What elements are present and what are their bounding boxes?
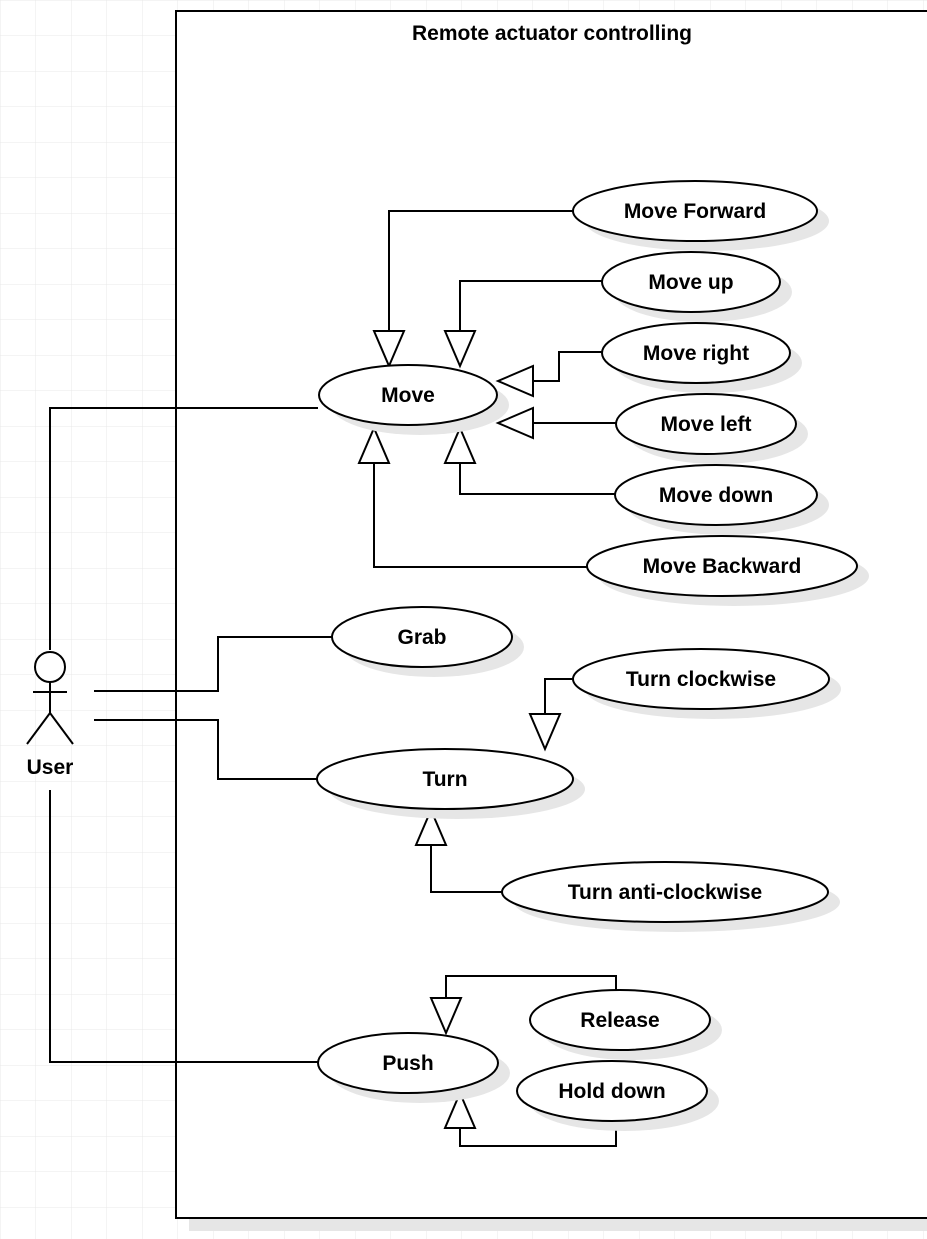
use-case-push[interactable]: Push [317, 1032, 510, 1103]
arrowhead-left [495, 406, 534, 440]
arrowheads [357, 330, 562, 1129]
use-case-move-right-label: Move right [643, 342, 749, 365]
generalization-forward-line [388, 210, 574, 331]
use-case-turn-anticlockwise-label: Turn anti-clockwise [568, 881, 763, 904]
actor-user[interactable]: User [26, 651, 74, 779]
use-case-hold-down-label: Hold down [558, 1080, 665, 1103]
use-case-push-shape[interactable] [317, 1032, 499, 1094]
system-boundary[interactable]: Remote actuator controlling [175, 10, 927, 1231]
use-case-move-left-shape[interactable] [615, 393, 797, 455]
use-case-move-forward-label: Move Forward [624, 200, 766, 223]
associations [49, 407, 332, 1063]
use-case-move-up[interactable]: Move up [601, 251, 792, 322]
generalization-release-line [445, 975, 617, 998]
generalizations [373, 210, 617, 1147]
arrowhead-anticlockwise [414, 807, 448, 846]
use-case-move-backward-shape[interactable] [586, 535, 858, 597]
use-case-turn-label: Turn [422, 768, 467, 791]
generalization-anticlockwise-line [430, 845, 503, 893]
use-case-release-label: Release [580, 1009, 659, 1032]
use-case-turn-anticlockwise[interactable]: Turn anti-clockwise [501, 861, 840, 932]
arrowhead-backward [357, 425, 391, 464]
use-case-release-shape[interactable] [529, 989, 711, 1051]
arrowhead-clockwise [528, 713, 562, 752]
arrowhead-up [443, 330, 477, 369]
use-case-turn-anticlockwise-shape[interactable] [501, 861, 829, 923]
use-case-move-forward-shape[interactable] [572, 180, 818, 242]
generalization-backward-line [373, 463, 588, 568]
use-case-turn-clockwise-shape[interactable] [572, 648, 830, 710]
association-user-move [49, 407, 318, 650]
generalization-clockwise-line [544, 678, 574, 714]
system-title: Remote actuator controlling [412, 22, 692, 45]
use-case-move-left-label: Move left [660, 413, 751, 436]
use-case-move-label: Move [381, 384, 435, 407]
use-case-move-down[interactable]: Move down [614, 464, 829, 535]
use-case-grab-shape[interactable] [331, 606, 513, 668]
use-case-move-down-label: Move down [659, 484, 773, 507]
arrowhead-right [495, 364, 534, 398]
use-case-grab[interactable]: Grab [331, 606, 524, 677]
use-case-move-right-shape[interactable] [601, 322, 791, 384]
use-case-hold-down-shape[interactable] [516, 1060, 708, 1122]
use-case-move-backward-label: Move Backward [643, 555, 802, 578]
arrowhead-down [443, 425, 477, 464]
arrowhead-release [429, 997, 463, 1036]
association-user-push [49, 790, 318, 1063]
generalization-right-line [533, 351, 602, 382]
use-case-move-shape[interactable] [318, 364, 498, 426]
use-case-move-forward[interactable]: Move Forward [572, 180, 829, 251]
use-case-move-right[interactable]: Move right [601, 322, 802, 393]
use-case-move-backward[interactable]: Move Backward [586, 535, 869, 606]
use-case-release[interactable]: Release [529, 989, 722, 1060]
stick-figure-icon [26, 651, 74, 745]
association-user-grab [94, 636, 332, 692]
arrowhead-forward [372, 330, 406, 369]
arrowhead-holddown [443, 1090, 477, 1129]
use-case-grab-label: Grab [397, 626, 446, 649]
use-case-turn-clockwise-label: Turn clockwise [626, 668, 776, 691]
actor-label: User [27, 756, 74, 779]
use-case-hold-down[interactable]: Hold down [516, 1060, 719, 1131]
use-case-move-up-shape[interactable] [601, 251, 781, 313]
use-case-move-down-shape[interactable] [614, 464, 818, 526]
use-case-move-left[interactable]: Move left [615, 393, 808, 464]
generalization-down-line [459, 463, 616, 495]
generalization-up-line [459, 280, 602, 331]
use-case-move[interactable]: Move [318, 364, 509, 435]
use-case-push-label: Push [382, 1052, 433, 1075]
use-case-turn-shape[interactable] [316, 748, 574, 810]
use-case-turn[interactable]: Turn [316, 748, 585, 819]
association-user-turn [94, 719, 318, 780]
use-case-move-up-label: Move up [648, 271, 733, 294]
generalization-holddown-line [459, 1120, 617, 1147]
use-case-turn-clockwise[interactable]: Turn clockwise [572, 648, 841, 719]
